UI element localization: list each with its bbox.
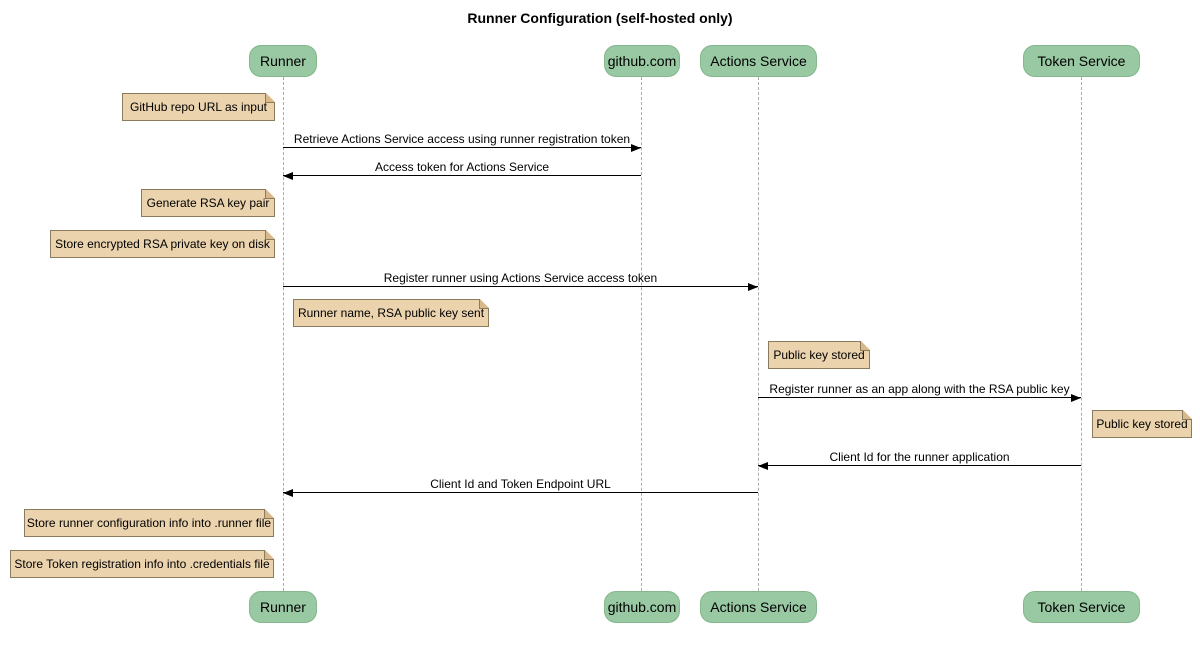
participant-token-service-bottom: Token Service [1023,591,1140,623]
message-register-runner-app: Register runner as an app along with the… [758,382,1081,402]
message-line [283,147,641,148]
message-line [283,286,758,287]
arrowhead-right-icon [631,144,641,152]
note-public-key-stored-actions: Public key stored [768,341,870,369]
arrowhead-left-icon [283,172,293,180]
arrowhead-right-icon [748,283,758,291]
arrowhead-left-icon [283,489,293,497]
message-retrieve-actions-access: Retrieve Actions Service access using ru… [283,132,641,152]
message-register-runner: Register runner using Actions Service ac… [283,271,758,291]
participant-actions-service-top: Actions Service [700,45,817,77]
message-line [283,492,758,493]
message-label: Access token for Actions Service [374,160,550,174]
message-line [758,397,1081,398]
participant-actions-service-bottom: Actions Service [700,591,817,623]
arrowhead-right-icon [1071,394,1081,402]
arrowhead-left-icon [758,462,768,470]
message-access-token: Access token for Actions Service [283,160,641,180]
participant-runner-top: Runner [249,45,317,77]
note-public-key-stored-token: Public key stored [1092,410,1192,438]
diagram-title: Runner Configuration (self-hosted only) [467,10,733,26]
note-runner-name-sent: Runner name, RSA public key sent [293,299,489,327]
note-generate-rsa-key-pair: Generate RSA key pair [141,189,275,217]
note-github-repo-url: GitHub repo URL as input [122,93,275,121]
participant-runner-bottom: Runner [249,591,317,623]
message-label: Retrieve Actions Service access using ru… [293,132,631,146]
note-store-credentials-file: Store Token registration info into .cred… [10,550,274,578]
message-line [758,465,1081,466]
participant-github-top: github.com [604,45,680,77]
lifeline-actions-service [758,77,759,591]
lifeline-token-service [1081,77,1082,591]
note-store-private-key: Store encrypted RSA private key on disk [50,230,275,258]
message-label: Register runner using Actions Service ac… [383,271,658,285]
participant-github-bottom: github.com [604,591,680,623]
lifeline-runner [283,77,284,591]
lifeline-github [641,77,642,591]
message-client-id: Client Id for the runner application [758,450,1081,470]
message-label: Register runner as an app along with the… [769,382,1070,396]
message-label: Client Id and Token Endpoint URL [430,477,611,491]
message-line [283,175,641,176]
message-client-id-endpoint: Client Id and Token Endpoint URL [283,477,758,497]
participant-token-service-top: Token Service [1023,45,1140,77]
message-label: Client Id for the runner application [829,450,1010,464]
note-store-runner-file: Store runner configuration info into .ru… [24,509,274,537]
